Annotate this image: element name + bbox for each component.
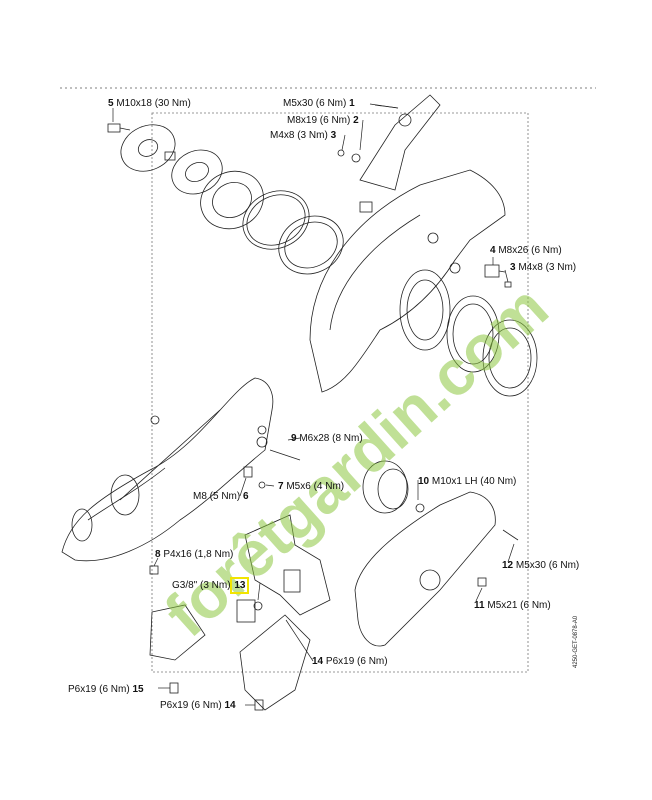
part-label-9: 9 M6x28 (8 Nm)	[291, 433, 363, 444]
arm-bracket	[337, 94, 441, 213]
part-label-13: G3/8" (3 Nm) 13	[172, 577, 250, 594]
disc-stack	[120, 124, 344, 275]
part-label-10: 10 M10x1 LH (40 Nm)	[418, 476, 517, 487]
part-label-1: M5x30 (6 Nm) 1	[283, 98, 355, 109]
watermark: forêtgardin.com	[151, 271, 561, 650]
part-label-4: 4 M8x26 (6 Nm)	[490, 245, 562, 256]
drawing-code: 4250-GET-0878-A0	[573, 615, 579, 668]
part-label-14a: 14 P6x19 (6 Nm)	[312, 656, 388, 667]
screw-9	[256, 436, 301, 461]
part-label-8: 8 P4x16 (1,8 Nm)	[155, 549, 234, 560]
center-bracket	[236, 514, 331, 623]
cutter-guard	[309, 169, 506, 393]
part-label-11: 11 M5x21 (6 Nm)	[474, 600, 551, 611]
part-label-2: M8x19 (6 Nm) 2	[287, 115, 359, 126]
lower-bracket	[149, 565, 311, 711]
part-label-3a: M4x8 (3 Nm) 3	[270, 130, 337, 141]
left-housing	[61, 377, 274, 562]
leader-lines	[112, 103, 515, 706]
part-label-14b: P6x19 (6 Nm) 14	[160, 700, 236, 711]
part-label-15: P6x19 (6 Nm) 15	[68, 684, 144, 695]
screw-7	[258, 481, 266, 489]
part-label-6: M8 (5 Nm) 6	[193, 491, 249, 502]
nut-6	[243, 466, 253, 478]
highlighted-part-13: 13	[230, 577, 250, 594]
pulley-10	[362, 460, 425, 514]
ring-pair	[446, 295, 538, 397]
part-label-5: 5 M10x18 (30 Nm)	[108, 98, 191, 109]
screw-5	[107, 123, 131, 133]
part-label-12: 12 M5x30 (6 Nm)	[502, 560, 580, 571]
belt-guard	[354, 491, 519, 647]
part-label-7: 7 M5x6 (4 Nm)	[278, 481, 345, 492]
part-label-3b: 3 M4x8 (3 Nm)	[510, 262, 577, 273]
assembly-frame	[151, 112, 529, 673]
